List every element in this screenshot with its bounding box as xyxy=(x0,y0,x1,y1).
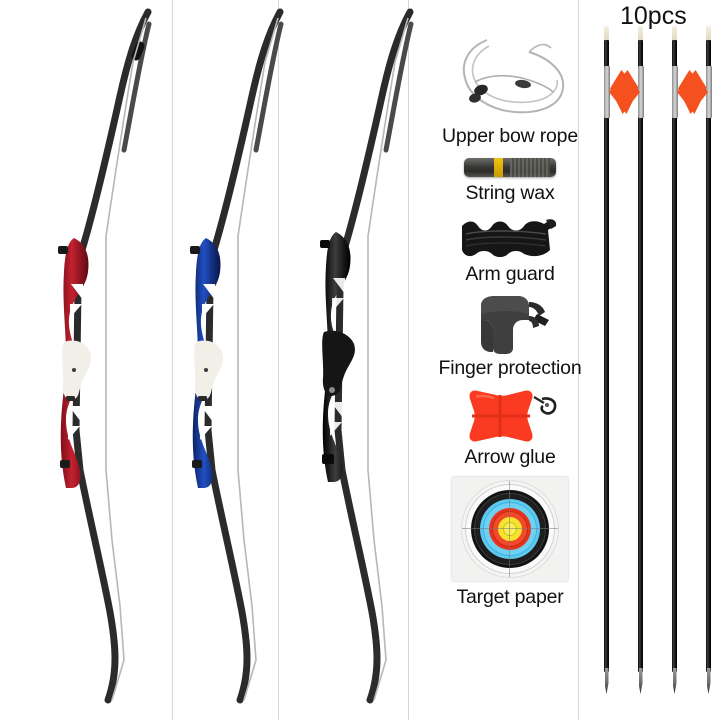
accessory-label: Upper bow rope xyxy=(442,125,578,147)
arrow-nock xyxy=(638,26,643,42)
accessory-label: Arm guard xyxy=(465,262,555,285)
column-divider-3 xyxy=(408,0,409,720)
crosshair-vertical xyxy=(509,481,510,578)
arrow-nock xyxy=(706,26,711,42)
arrow-set xyxy=(584,0,720,720)
arrow-nock xyxy=(672,26,677,42)
arrow-glue-icon xyxy=(462,387,558,445)
arrow-collar xyxy=(705,66,712,118)
red-recurve-bow xyxy=(20,0,180,720)
arrow-collar xyxy=(637,66,644,118)
arrow-nock xyxy=(604,26,609,42)
arrow-tip xyxy=(706,668,711,694)
accessory-upper-bow-rope: Upper bow rope xyxy=(424,34,596,146)
bow-riser xyxy=(318,232,364,482)
arrow xyxy=(602,26,639,694)
crosshair-horizontal xyxy=(462,528,558,530)
accessory-target-paper: Target paper xyxy=(424,477,596,609)
accessory-arrow-glue: Arrow glue xyxy=(424,387,596,467)
arrow-collar xyxy=(671,66,678,118)
column-divider-4 xyxy=(578,0,579,720)
accessory-finger-protection: Finger protection xyxy=(424,294,596,380)
arrow-tip xyxy=(604,668,609,694)
arrow-shaft xyxy=(638,40,643,672)
column-divider-2 xyxy=(278,0,279,720)
ring-bullseye xyxy=(503,522,517,537)
arrow-tip xyxy=(638,668,643,694)
target-paper-icon xyxy=(452,477,568,582)
accessory-label: Target paper xyxy=(456,586,564,609)
bow-stringer-icon xyxy=(445,34,575,126)
black-recurve-bow xyxy=(282,0,442,720)
finger-tab-icon xyxy=(467,294,553,356)
arrow xyxy=(678,26,713,694)
bow-riser xyxy=(56,238,102,488)
arrow xyxy=(610,26,645,694)
bow-riser xyxy=(188,238,234,488)
target-rings xyxy=(461,480,559,579)
arrow-shaft xyxy=(672,40,677,672)
accessory-label: Finger protection xyxy=(438,357,582,380)
arrow xyxy=(670,26,707,694)
arrow-vane xyxy=(610,70,640,114)
arrow-tip xyxy=(672,668,677,694)
column-divider-1 xyxy=(172,0,173,720)
arrow-vane xyxy=(678,70,708,114)
arrow-collar xyxy=(603,66,610,118)
arrow-shaft xyxy=(604,40,609,672)
arrow-shaft xyxy=(706,40,711,672)
accessory-label: String wax xyxy=(465,182,555,205)
accessory-arm-guard: Arm guard xyxy=(424,216,596,284)
accessory-label: Arrow glue xyxy=(464,445,556,468)
blue-recurve-bow xyxy=(152,0,312,720)
quantity-badge: 10pcs xyxy=(620,2,687,30)
accessory-string-wax: String wax xyxy=(424,158,596,205)
arm-guard-icon xyxy=(458,216,562,262)
accessory-column: Upper bow rope String wax Arm guard xyxy=(424,0,596,720)
string-wax-icon xyxy=(464,158,556,178)
